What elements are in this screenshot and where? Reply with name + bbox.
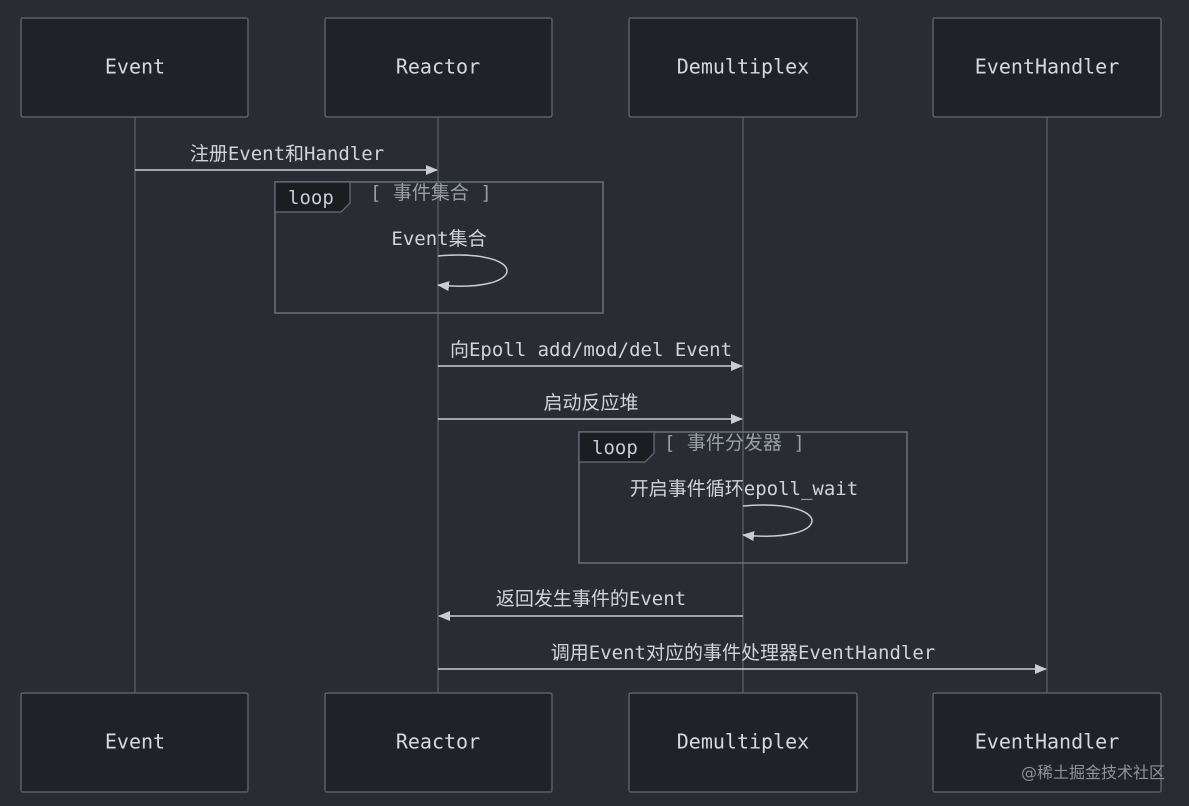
loop-frame-dispatcher: loop [ 事件分发器 ] 开启事件循环epoll_wait [578, 431, 908, 564]
actor-label: Demultiplex [677, 730, 809, 754]
loop-frame-event-set: loop [ 事件集合 ] Event集合 [274, 181, 604, 314]
actor-demultiplex-top: Demultiplex [628, 17, 858, 118]
actor-reactor-bottom: Reactor [324, 692, 553, 793]
message-start-reactor: 启动反应堆 [438, 392, 743, 424]
actor-label: EventHandler [975, 55, 1120, 79]
self-message-arrow [742, 504, 813, 542]
message-epoll-ops: 向Epoll add/mod/del Event [438, 339, 743, 371]
actor-label: Reactor [396, 730, 480, 754]
actor-label: Event [105, 55, 165, 79]
lifelines [134, 117, 1048, 693]
message-register: 注册Event和Handler [135, 143, 438, 175]
loop-tag [274, 181, 351, 213]
self-message-label: Event集合 [391, 228, 486, 250]
actor-label: Demultiplex [677, 55, 809, 79]
actor-label: Reactor [396, 55, 480, 79]
watermark: @稀土掘金技术社区 [1021, 763, 1165, 782]
loop-tag-text: loop [592, 437, 638, 459]
actor-eventhandler-top: EventHandler [932, 17, 1162, 118]
loop-frame-border [274, 181, 604, 314]
message-invoke-handler: 调用Event对应的事件处理器EventHandler [438, 642, 1047, 674]
actor-event-bottom: Event [20, 692, 249, 793]
actor-event-top: Event [20, 17, 249, 118]
actor-label: Event [105, 730, 165, 754]
actor-label: EventHandler [975, 730, 1120, 754]
message-return-event: 返回发生事件的Event [438, 588, 743, 621]
loop-frame-border [578, 431, 908, 564]
message-label: 启动反应堆 [543, 392, 638, 414]
message-label: 调用Event对应的事件处理器EventHandler [551, 642, 935, 664]
self-message-label: 开启事件循环epoll_wait [630, 478, 858, 500]
actor-eventhandler-bottom: EventHandler [932, 692, 1162, 793]
message-label: 向Epoll add/mod/del Event [450, 339, 732, 361]
loop-condition: [ 事件集合 ] [370, 182, 492, 204]
loop-condition: [ 事件分发器 ] [664, 432, 805, 454]
actor-reactor-top: Reactor [324, 17, 553, 118]
actor-demultiplex-bottom: Demultiplex [628, 692, 858, 793]
message-label: 返回发生事件的Event [496, 588, 686, 610]
self-message-arrow [437, 254, 508, 292]
message-label: 注册Event和Handler [190, 143, 384, 165]
loop-tag-text: loop [288, 187, 334, 209]
loop-tag [578, 431, 655, 463]
